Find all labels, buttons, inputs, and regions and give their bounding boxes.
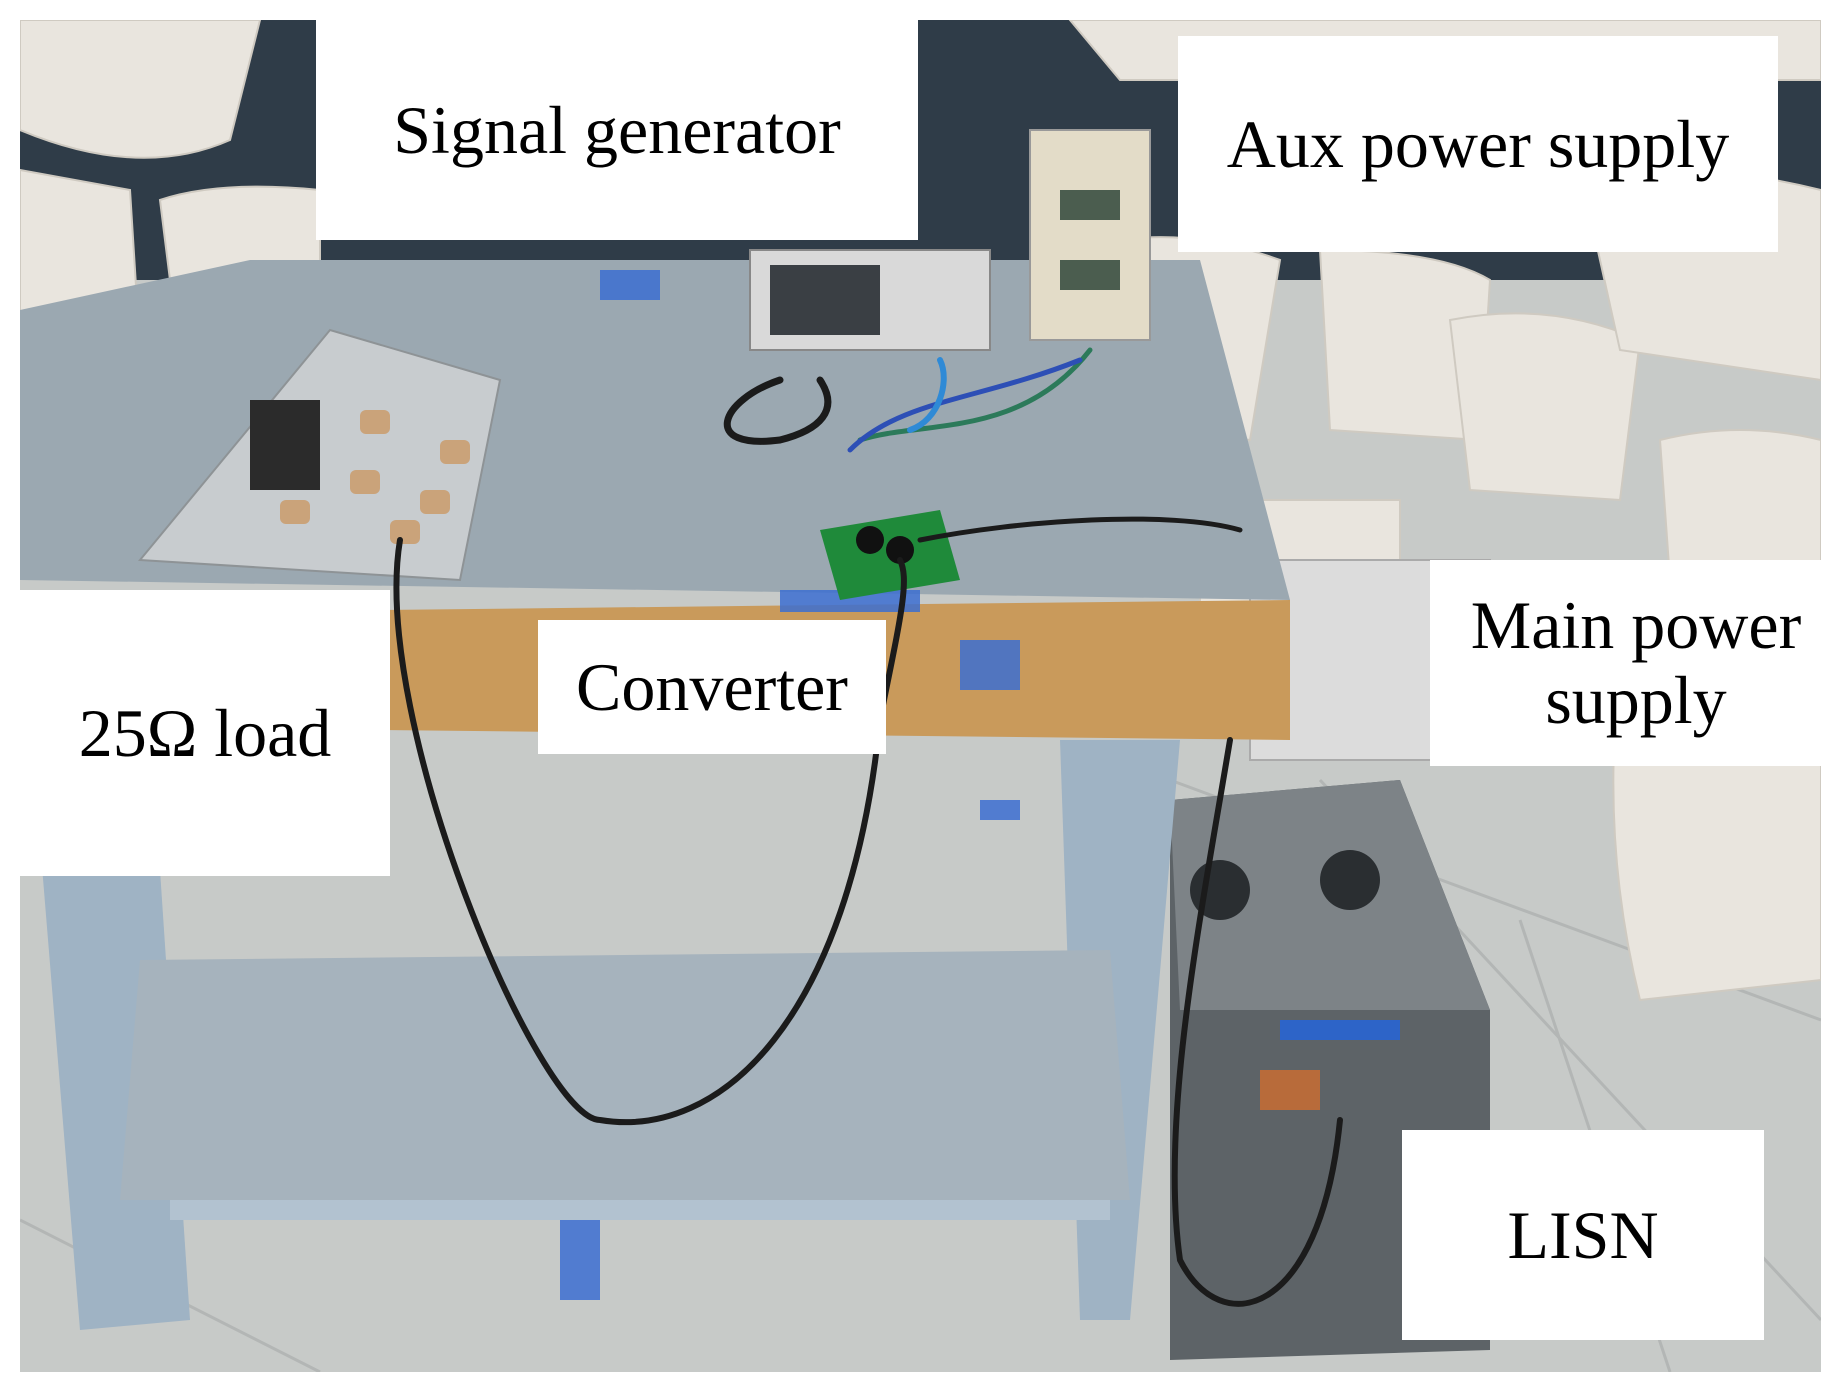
aux-display-icon [1060,260,1120,290]
label-main-power-supply-line1: Main power [1470,587,1802,664]
label-signal-generator: Signal generator [316,20,918,240]
table-legs [30,720,1180,1330]
copper-terminal [1260,1070,1320,1110]
capacitor-icon [856,526,884,554]
label-converter-text: Converter [576,648,848,725]
tape-blue [1280,1020,1400,1040]
aux-power-supply-unit [1029,129,1151,341]
label-lisn: LISN [1402,1130,1764,1340]
load-relays [250,400,320,490]
label-load-text: 25Ω load [78,694,332,771]
label-main-power-supply-line2: supply [1545,662,1727,738]
label-load: 25Ω load [20,590,390,876]
load-resistors [280,410,470,544]
label-signal-generator-text: Signal generator [393,91,841,168]
fan-icon [1320,850,1380,910]
label-main-power-supply: Main power supply [1430,560,1841,766]
aux-display-icon [1060,190,1120,220]
label-aux-power-supply: Aux power supply [1178,36,1778,252]
cables [393,347,1343,1307]
tape-marks [560,270,1020,1300]
label-converter: Converter [538,620,886,754]
capacitor-icon [886,536,914,564]
signal-generator-screen [770,265,880,335]
label-aux-power-supply-text: Aux power supply [1226,105,1730,182]
label-lisn-text: LISN [1507,1196,1659,1273]
